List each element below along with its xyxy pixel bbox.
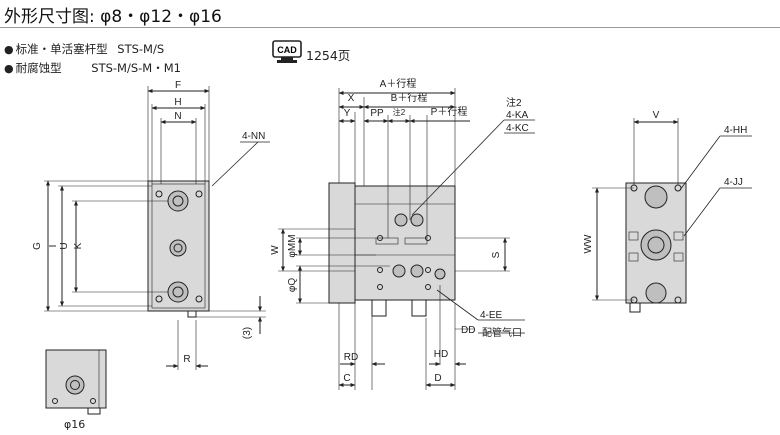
dim-s-label: S bbox=[491, 251, 502, 258]
cad-monitor-icon[interactable]: CAD bbox=[272, 40, 302, 64]
note2-small-label: 注2 bbox=[393, 107, 406, 117]
end-view-labels: V 4-HH 4-JJ WW bbox=[583, 110, 747, 253]
page-title: 外形尺寸图: φ8・φ12・φ16 bbox=[4, 7, 222, 27]
dim-d-label: D bbox=[434, 373, 441, 384]
dim-pp-label: PP bbox=[370, 108, 384, 119]
dim-i-label: I bbox=[48, 245, 59, 248]
dim-kc-label: 4-KC bbox=[506, 123, 529, 134]
dim-x-label: X bbox=[348, 93, 355, 104]
bullet-icon: ● bbox=[4, 62, 14, 75]
dim-hd-label: HD bbox=[434, 349, 448, 360]
title-divider bbox=[0, 27, 780, 28]
bullet-icon: ● bbox=[4, 43, 14, 56]
dim-mm-label: φMM bbox=[287, 234, 298, 257]
dim-q-label: φQ bbox=[287, 278, 298, 292]
dim-ee-label: 4-EE bbox=[480, 310, 503, 321]
dim-ka-label: 4-KA bbox=[506, 110, 529, 121]
dim-u-label: U bbox=[59, 242, 70, 249]
dim-v-label: V bbox=[653, 110, 660, 121]
front-view bbox=[44, 86, 270, 370]
dim-f-label: F bbox=[175, 80, 181, 91]
dim-3-label: (3) bbox=[242, 327, 253, 339]
legend-model: STS-M/S bbox=[117, 42, 165, 56]
dim-g-label: G bbox=[32, 242, 43, 250]
dim-c-label: C bbox=[343, 373, 350, 384]
legend-row-corrosion: ●耐腐蚀型 STS-M/S-M・M1 bbox=[4, 60, 181, 76]
front-view-labels: F H N 4-NN G I U K (3) R bbox=[32, 80, 265, 365]
legend-name: 耐腐蚀型 bbox=[15, 61, 62, 75]
phi16-inset-view bbox=[45, 349, 107, 415]
dim-dd-label: DD bbox=[461, 325, 475, 336]
cad-page-link[interactable]: 1254页 bbox=[306, 48, 351, 63]
dim-w-label: W bbox=[270, 245, 281, 255]
note2-label: 注2 bbox=[506, 96, 522, 109]
side-view-labels: A＋行程 X B＋行程 Y PP 注2 P＋行程 注2 4-KA 4-KC W … bbox=[270, 77, 529, 384]
dim-p-label: P＋行程 bbox=[431, 105, 468, 118]
dim-y-label: Y bbox=[344, 108, 351, 119]
dim-ww-label: WW bbox=[583, 234, 594, 253]
dim-jj-label: 4-JJ bbox=[724, 177, 743, 188]
dim-b-label: B＋行程 bbox=[391, 91, 428, 104]
cad-badge-text: CAD bbox=[277, 45, 297, 55]
dim-r-label: R bbox=[183, 354, 190, 365]
dim-nn-label: 4-NN bbox=[242, 131, 265, 142]
dim-a-label: A＋行程 bbox=[380, 77, 417, 90]
port-label: 配管气口 bbox=[482, 326, 522, 339]
side-view bbox=[278, 88, 535, 390]
dim-rd-label: RD bbox=[344, 352, 358, 363]
legend-model: STS-M/S-M・M1 bbox=[91, 61, 181, 75]
legend-name: 标准・单活塞杆型 bbox=[15, 42, 108, 56]
end-view bbox=[592, 118, 752, 313]
inset-caption: φ16 bbox=[64, 418, 86, 431]
dim-k-label: K bbox=[73, 242, 84, 249]
dim-h-label: H bbox=[174, 97, 181, 108]
dim-hh-label: 4-HH bbox=[724, 125, 747, 136]
legend-row-standard: ●标准・单活塞杆型 STS-M/S bbox=[4, 41, 164, 57]
dim-n-label: N bbox=[174, 111, 181, 122]
